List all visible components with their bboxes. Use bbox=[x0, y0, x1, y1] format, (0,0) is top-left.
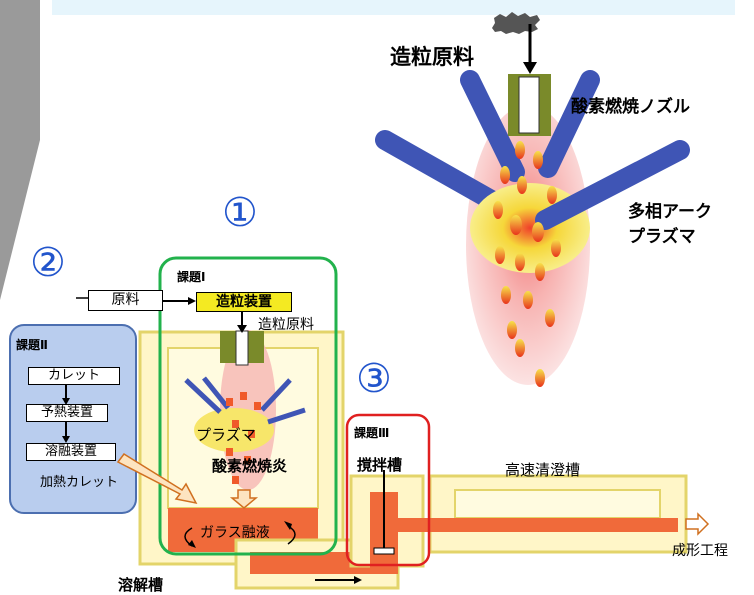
glass-melt-label: ガラス融液 bbox=[200, 525, 270, 541]
plasma-label: プラズマ bbox=[196, 426, 256, 444]
preheater-box: 予熱装置 bbox=[26, 404, 108, 422]
task1-title: 課題Ⅰ bbox=[177, 270, 206, 284]
stirring-tank-label: 撹拌槽 bbox=[357, 456, 403, 474]
top-banner bbox=[52, 0, 735, 15]
zoom-plasma-label-1: 多相アーク bbox=[628, 202, 712, 222]
heated-cullet-label: 加熱カレット bbox=[40, 475, 119, 490]
task3-title: 課題Ⅲ bbox=[354, 426, 390, 440]
marker-1: ① bbox=[222, 190, 258, 236]
melting-tank-label: 溶解槽 bbox=[118, 576, 164, 594]
marker-3: ③ bbox=[356, 356, 392, 402]
forming-label: 成形工程 bbox=[672, 543, 728, 559]
raw-material-label: 原料 bbox=[111, 292, 140, 308]
fining-tank-label: 高速清澄槽 bbox=[505, 461, 581, 479]
marker-2: ② bbox=[30, 240, 66, 286]
down-arrow-icon bbox=[229, 489, 259, 509]
pellet-cloud-icon bbox=[492, 12, 540, 34]
cullet-box: カレット bbox=[28, 367, 120, 385]
zoom-plasma-label-2: プラズマ bbox=[628, 227, 696, 247]
task2-title: 課題Ⅱ bbox=[16, 338, 48, 352]
raw-material-box: 原料 bbox=[88, 290, 163, 311]
oxy-flame-label: 酸素燃焼炎 bbox=[212, 457, 288, 475]
zoom-feed-label: 造粒原料 bbox=[390, 45, 474, 69]
zoom-nozzle-label: 酸素燃焼ノズル bbox=[571, 97, 690, 117]
melter-label: 溶融装置 bbox=[44, 444, 97, 459]
pellet-feed-label: 造粒原料 bbox=[258, 317, 314, 333]
right-arrow-icon bbox=[685, 512, 710, 536]
cullet-label: カレット bbox=[47, 368, 100, 383]
melter-box: 溶融装置 bbox=[26, 443, 116, 461]
pelletizer-label: 造粒装置 bbox=[216, 294, 272, 310]
pelletizer-box: 造粒装置 bbox=[196, 292, 292, 312]
preheater-label: 予熱装置 bbox=[40, 405, 93, 420]
